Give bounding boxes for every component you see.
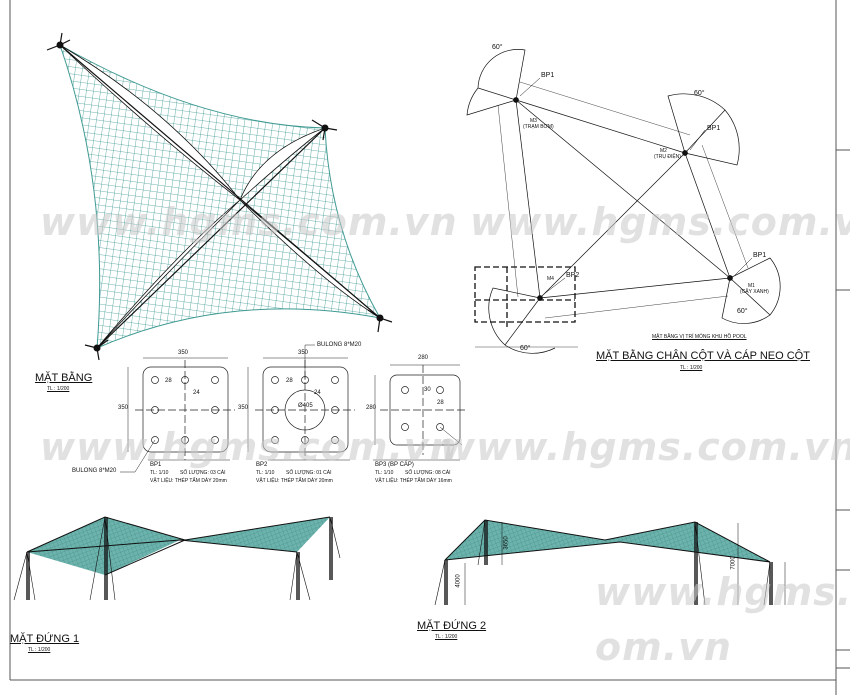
bp2-scale: TL: 1/10 [256,470,275,476]
bp2-bolt: BULONG 8*M20 [317,342,362,348]
label-m2-sub: (TRỤ ĐIỆN) [654,154,681,160]
bp1-dim-b: 24 [193,390,200,396]
label-m1-sub: (CÂY XANH) [740,289,769,295]
bp2-height: 350 [238,405,249,411]
label-m1: M1 [748,283,755,289]
label-bp1: BP1 [541,72,555,79]
bp2-quantity: SỐ LƯỢNG: 01 CÁI [286,470,332,476]
bp3-material: VẬT LIỆU: THÉP TẤM DÀY 16mm [375,478,452,484]
watermark: www.hgms.com.vn [440,425,850,469]
column-plan-scale: TL : 1/200 [680,365,703,371]
bp2-dim-b: 24 [314,390,321,396]
watermark-partial: om.vn [595,625,732,669]
bp2-material: VẬT LIỆU: THÉP TẤM DÀY 20mm [256,478,333,484]
dim-7000: 7000 [730,556,737,570]
elevation-1 [13,516,341,601]
angle-label: 60° [737,308,748,315]
elevation1-title: MẶT ĐỨNG 1 [10,633,80,645]
bp3-width: 280 [418,355,429,361]
sheet-frame [9,0,850,695]
bp3-dim-b: 28 [437,400,444,406]
bp1-scale: TL: 1/10 [150,470,169,476]
watermark: www.hgms.com.vn [595,570,850,614]
bp1-width: 350 [178,350,189,356]
watermark: www.hgms.com.vn [40,200,458,244]
bp2-diameter: Ø405 [298,403,313,409]
bp2-name: BP2 [256,462,268,468]
label-bp2: BP2 [566,272,580,279]
column-plan-subtitle: MẶT BẰNG VỊ TRÍ MÓNG KHU HỒ POOL [652,334,747,340]
label-m3-sub: (TRẠM BƠM) [523,124,554,130]
column-plan [466,49,781,354]
label-bp1: BP1 [707,125,721,132]
bp3-scale: TL: 1/10 [375,470,394,476]
bp1-name: BP1 [150,462,162,468]
bp1-dim-a: 28 [165,378,172,384]
label-bp1: BP1 [753,252,767,259]
column-plan-title: MẶT BẰNG CHÂN CỘT VÀ CÁP NEO CỘT [596,350,810,362]
bp1-bolt: BULONG 8*M20 [72,468,117,474]
membrane-plan [46,32,393,361]
bp2-dim-a: 28 [286,378,293,384]
bp2-width: 350 [298,350,309,356]
base-plates [120,344,468,473]
dim-3650: 3650 [503,536,510,550]
watermark: www.hgms.com.vn [40,425,458,469]
elevation1-scale: TL : 1/200 [28,647,51,653]
angle-label: 60° [520,345,531,352]
bp1-height: 350 [118,405,129,411]
dim-4000: 4000 [455,574,462,588]
elevation-2 [434,519,786,606]
bp3-height: 280 [366,405,377,411]
bp3-name: BP3 (BP CÁP) [375,462,414,468]
label-m4: M4 [547,276,554,282]
label-m2: M2 [660,148,667,154]
label-m3: M3 [530,118,537,124]
bp3-dim-a: 30 [424,387,431,393]
elevation2-title: MẶT ĐỨNG 2 [417,620,487,632]
elevation2-scale: TL : 1/200 [435,634,458,640]
bp1-material: VẬT LIỆU: THÉP TẤM DÀY 20mm [150,478,227,484]
angle-label: 60° [492,44,503,51]
plan-scale: TL : 1/200 [47,386,70,392]
bp3-quantity: SỐ LƯỢNG: 08 CÁI [405,470,451,476]
plan-title: MẶT BẰNG [35,372,93,384]
bp1-quantity: SỐ LƯỢNG: 03 CÁI [180,470,226,476]
angle-label: 60° [694,90,705,97]
watermark: www.hgms.com.vn [470,200,850,244]
